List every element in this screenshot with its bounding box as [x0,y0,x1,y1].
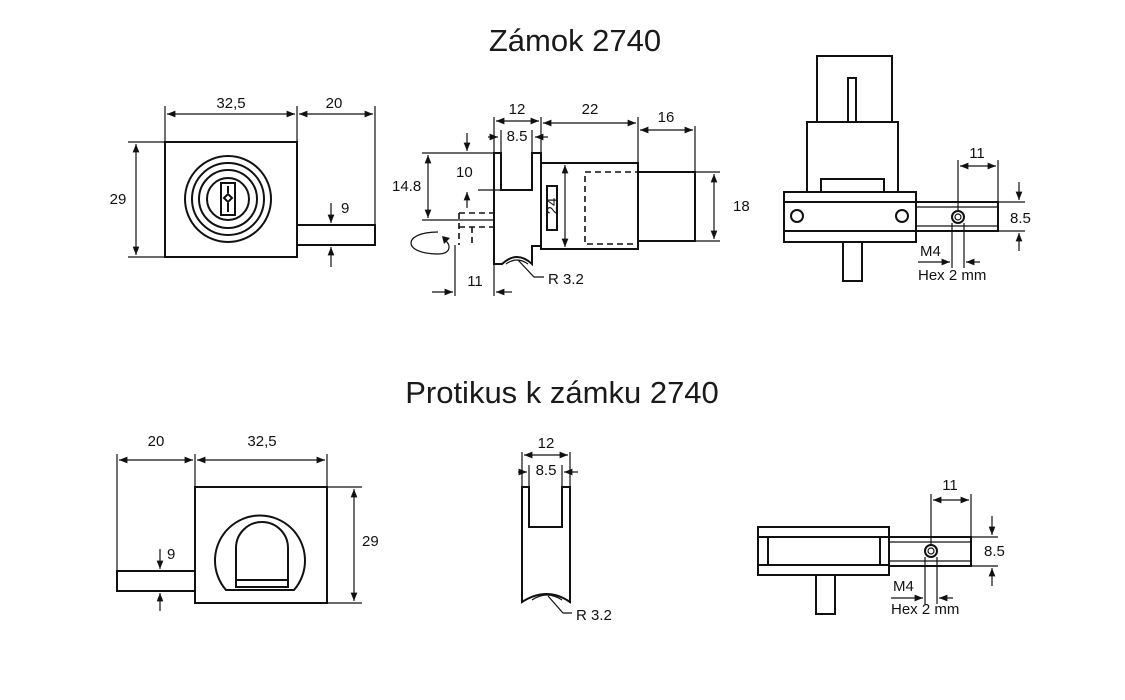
dim-height-a: 14.8 [392,178,421,195]
lock-side-view: 12 8.5 22 16 14.8 10 24 18 11 R 3.2 [392,101,750,296]
body-flange [546,185,558,231]
dim-b: 8.5 [984,543,1005,560]
thread-label: M4 [893,578,914,595]
dim-depth-a: 10 [456,164,473,181]
counterpart-plate-top [757,526,890,576]
title-lock: Zámok 2740 [489,23,661,58]
key-blade [847,77,857,123]
counterpart-body [194,486,328,604]
dim-extension: 20 [148,433,165,450]
counterpart-side-view: 12 8.5 R 3.2 [518,435,612,624]
counterpart-top-view: 11 8.5 M4 Hex 2 mm [757,477,1005,618]
lock-front-view: 32,5 20 29 9 [110,95,376,267]
dim-radius: R 3.2 [576,607,612,624]
dim-a: 11 [942,477,958,494]
thread-label: M4 [920,243,941,260]
cylinder-ring-2 [191,162,265,236]
dim-bolt: 9 [341,200,349,217]
dim-a: 11 [969,145,985,162]
counterpart-bolt [116,570,196,592]
dim-bolt: 9 [167,546,175,563]
cylinder-ring-3 [198,169,258,229]
screw-left-icon [790,209,804,223]
body-notch [820,178,885,193]
cylinder [637,171,696,242]
title-counterpart: Protikus k zámku 2740 [405,375,719,410]
strike-opening [235,521,289,588]
dim-extension: 20 [326,95,343,112]
dim-cylinder-length: 16 [658,109,675,126]
dim-slot-outer: 12 [538,435,555,452]
lock-bolt [296,224,376,246]
hex-screw-icon [924,544,938,558]
dim-width: 32,5 [216,95,245,112]
cylinder-core [206,177,250,221]
cylinder-top [816,55,893,123]
dim-cylinder-height: 18 [733,198,750,215]
dim-bottom-width: 11 [467,273,483,290]
hex-screw-icon [951,210,965,224]
dim-height: 29 [362,533,379,550]
dim-b: 8.5 [1010,210,1031,227]
dim-slot-outer: 12 [509,101,526,118]
dim-slot-inner: 8.5 [536,462,557,479]
side-plate [493,152,542,267]
pin [842,241,863,282]
dim-slot-inner: 8.5 [507,128,528,145]
key-slot-icon [220,182,236,216]
strike-outer-ring [214,514,306,591]
rotation-arrow-icon [410,231,450,255]
cylinder-outer-ring [184,155,272,243]
bolt-top [915,201,999,232]
lock-front-body [164,141,298,258]
plate-top [783,191,917,243]
strike-plate-side [521,486,571,604]
hex-label: Hex 2 mm [891,601,959,618]
dim-radius: R 3.2 [548,271,584,288]
counterpart-bolt-top [888,536,972,567]
dim-body-length: 22 [582,101,599,118]
dim-width: 32,5 [247,433,276,450]
dim-body-height: 24 [544,198,561,215]
counterpart-front-view: 20 32,5 29 9 [116,433,379,611]
hex-label: Hex 2 mm [918,267,986,284]
hidden-cavity [584,171,639,245]
counterpart-pin [815,574,836,615]
lock-top-view: 11 8.5 M4 Hex 2 mm [783,55,1031,284]
dim-height: 29 [110,191,127,208]
screw-right-icon [895,209,909,223]
